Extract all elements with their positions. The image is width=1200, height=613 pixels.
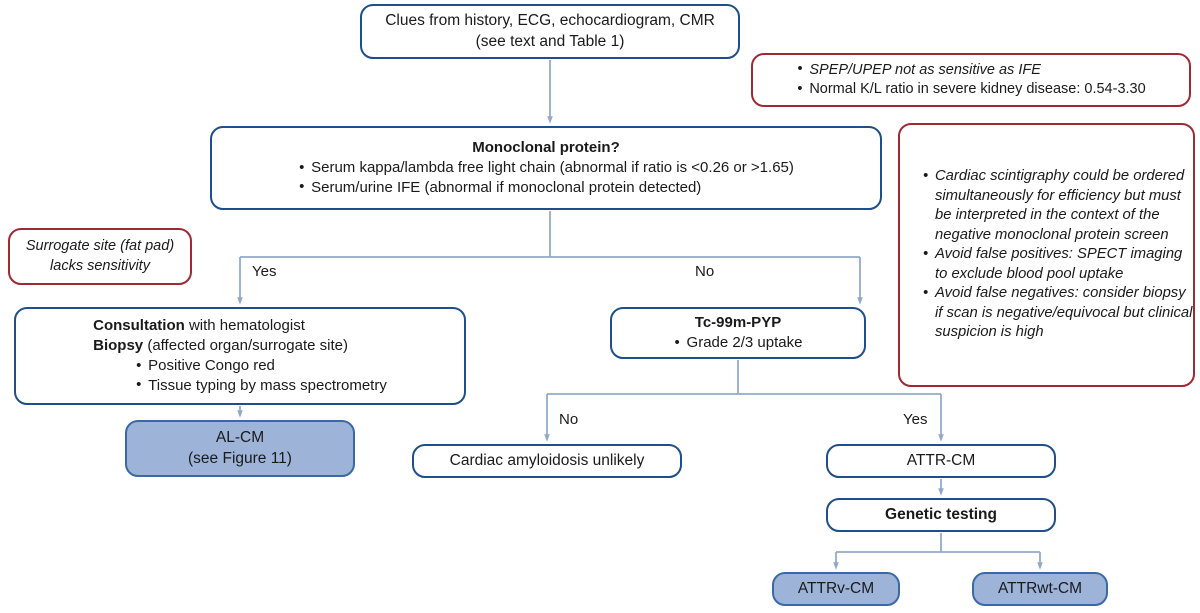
edge-label-pyp-yes: Yes — [903, 411, 928, 428]
attrv-label: ATTRv-CM — [797, 579, 875, 597]
monoclonal-title: Monoclonal protein? — [472, 139, 620, 157]
alcm-line-2: (see Figure 11) — [188, 449, 292, 467]
edge-label-monoclonal-yes: Yes — [252, 263, 277, 280]
node-al-cm[interactable]: AL-CM (see Figure 11) — [125, 420, 355, 477]
monoclonal-bullet-list: Serum kappa/lambda free light chain (abn… — [298, 158, 794, 198]
pyp-title: Tc-99m-PYP — [694, 314, 782, 332]
node-monoclonal-protein[interactable]: Monoclonal protein? Serum kappa/lambda f… — [210, 126, 882, 210]
monoclonal-bullet-1: Serum kappa/lambda free light chain (abn… — [298, 158, 794, 178]
consultation-rest: with hematologist — [184, 317, 305, 335]
node-attr-cm[interactable]: ATTR-CM — [826, 444, 1056, 478]
clues-line-2: (see text and Table 1) — [475, 32, 625, 50]
surrogate-line-1: Surrogate site (fat pad) — [25, 238, 175, 255]
biopsy-bold: Biopsy — [93, 337, 144, 355]
biopsy-line-2: Biopsy (affected organ/surrogate site) — [93, 336, 387, 356]
consultation-bullet-2: Tissue typing by mass spectrometry — [135, 375, 387, 396]
edge-label-monoclonal-no: No — [695, 263, 715, 280]
spep-bullet-list: SPEP/UPEP not as sensitive as IFE Normal… — [796, 60, 1145, 99]
pyp-bullet-1: Grade 2/3 uptake — [674, 333, 803, 353]
scintigraphy-bullet-3: Avoid false negatives: consider biopsy i… — [922, 284, 1193, 343]
clues-line-1: Clues from history, ECG, echocardiogram,… — [385, 12, 715, 30]
consultation-bullet-1: Positive Congo red — [135, 356, 387, 376]
attrcm-label: ATTR-CM — [906, 451, 976, 469]
node-amyloidosis-unlikely[interactable]: Cardiac amyloidosis unlikely — [412, 444, 682, 478]
biopsy-rest: (affected organ/surrogate site) — [143, 337, 348, 355]
scintigraphy-bullet-list: Cardiac scintigraphy could be ordered si… — [922, 167, 1193, 343]
unlikely-label: Cardiac amyloidosis unlikely — [449, 451, 645, 469]
node-consultation-biopsy[interactable]: Consultation with hematologist Biopsy (a… — [14, 307, 466, 405]
node-clues[interactable]: Clues from history, ECG, echocardiogram,… — [360, 4, 740, 59]
callout-spep-upep[interactable]: SPEP/UPEP not as sensitive as IFE Normal… — [751, 53, 1191, 107]
pyp-bullet-list: Grade 2/3 uptake — [674, 333, 803, 353]
spep-bullet-1: SPEP/UPEP not as sensitive as IFE — [796, 60, 1145, 80]
consultation-bold: Consultation — [93, 317, 185, 335]
alcm-line-1: AL-CM — [215, 429, 265, 447]
consultation-bullet-list: Positive Congo red Tissue typing by mass… — [93, 356, 387, 396]
surrogate-line-2: lacks sensitivity — [50, 257, 150, 274]
monoclonal-bullet-2: Serum/urine IFE (abnormal if monoclonal … — [298, 177, 794, 198]
node-attrwt-cm[interactable]: ATTRwt-CM — [972, 572, 1108, 606]
node-genetic-testing[interactable]: Genetic testing — [826, 498, 1056, 532]
scintigraphy-bullet-1: Cardiac scintigraphy could be ordered si… — [922, 167, 1193, 245]
scintigraphy-bullet-2: Avoid false positives: SPECT imaging to … — [922, 245, 1193, 284]
attrwt-label: ATTRwt-CM — [997, 579, 1083, 597]
callout-surrogate-site[interactable]: Surrogate site (fat pad) lacks sensitivi… — [8, 228, 192, 285]
node-attrv-cm[interactable]: ATTRv-CM — [772, 572, 900, 606]
callout-cardiac-scintigraphy[interactable]: Cardiac scintigraphy could be ordered si… — [898, 123, 1195, 387]
node-tc99m-pyp[interactable]: Tc-99m-PYP Grade 2/3 uptake — [610, 307, 866, 359]
edge-label-pyp-no: No — [559, 411, 579, 428]
spep-bullet-2: Normal K/L ratio in severe kidney diseas… — [796, 79, 1145, 99]
consultation-line-1: Consultation with hematologist — [93, 316, 387, 336]
genetic-testing-label: Genetic testing — [885, 505, 997, 523]
